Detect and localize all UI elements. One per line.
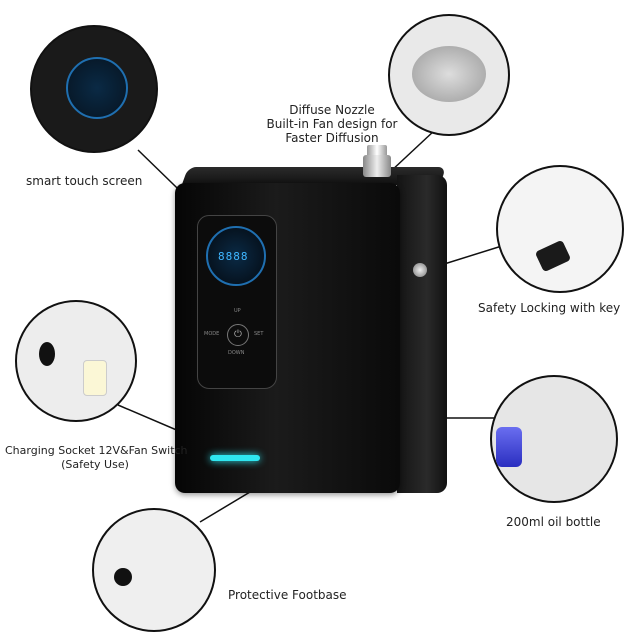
power-button: ⏻ (227, 324, 249, 346)
line-nozzle (389, 129, 436, 173)
nozzle-label-line1: Diffuse Nozzle (289, 103, 375, 117)
diffuse-nozzle (363, 155, 391, 177)
device-front: 8888 UP MODE ⏻ SET DOWN (175, 183, 400, 493)
display-digits: 8888 (218, 250, 249, 263)
nozzle-detail-circle (388, 14, 510, 136)
footbase-detail-circle (92, 508, 216, 632)
led-indicator (210, 455, 260, 461)
safety-lock-label: Safety Locking with key (478, 301, 621, 315)
mode-label: MODE (204, 331, 220, 337)
down-label: DOWN (228, 350, 245, 356)
key-shape (534, 239, 572, 273)
oil-bottle-label: 200ml oil bottle (506, 515, 601, 529)
lock-icon (413, 263, 427, 277)
nozzle-cap (367, 145, 387, 157)
charging-label-line2: (Safety Use) (61, 458, 129, 471)
foot-pad (114, 568, 132, 586)
touch-screen-detail-circle (30, 25, 158, 153)
control-panel: 8888 UP MODE ⏻ SET DOWN (197, 215, 277, 389)
nozzle-label: Diffuse Nozzle Built-in Fan design for F… (262, 103, 402, 145)
footbase-label: Protective Footbase (228, 588, 347, 602)
set-label: SET (254, 331, 264, 337)
nozzle-label-line2: Built-in Fan design for (266, 117, 398, 131)
charging-detail-circle (15, 300, 137, 422)
charging-label: Charging Socket 12V&Fan Switch (Safety U… (5, 444, 188, 472)
bottle-shape (496, 427, 522, 467)
nozzle-label-line3: Faster Diffusion (285, 131, 379, 145)
oil-bottle-detail-circle (490, 375, 618, 503)
nozzle-disc (412, 46, 486, 102)
charging-label-line1: Charging Socket 12V&Fan Switch (5, 444, 188, 457)
device-side (397, 175, 447, 493)
lock-detail-circle (496, 165, 624, 293)
up-label: UP (234, 308, 241, 314)
socket-hole (39, 342, 55, 366)
fan-switch (83, 360, 107, 396)
touch-screen-label: smart touch screen (26, 174, 143, 188)
aroma-diffuser-device: 8888 UP MODE ⏻ SET DOWN (175, 145, 447, 495)
lcd-display: 8888 (206, 226, 266, 286)
mini-display (66, 57, 128, 119)
